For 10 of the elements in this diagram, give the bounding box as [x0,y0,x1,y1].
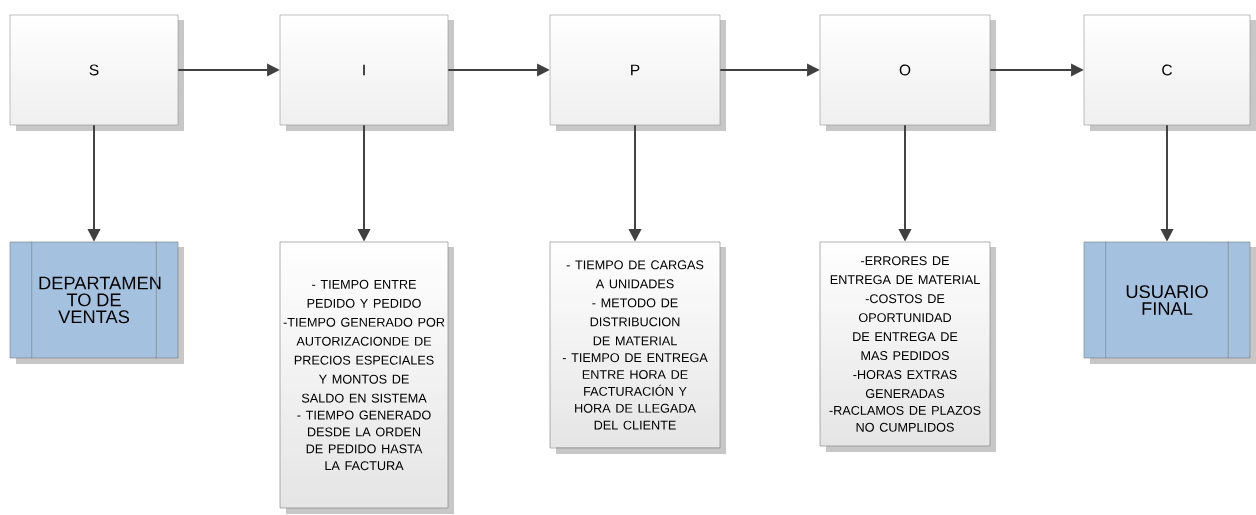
process-box: C [1083,14,1256,131]
text-box: - TIEMPO DE CARGAS A UNIDADES - METODO DE DISTRIBUCION DE MATERIAL - TIEMPO DE ENTREGA ENTRE HORA DE FACTURACIÓN Y HORA DE LLEGADA DEL CLIENTE [549,241,726,454]
text-box: - TIEMPO ENTRE PEDIDO Y PEDIDO -TIEMPO GENERADO POR AUTORIZACIONDE DE PRECIOS ESPECIALES Y MONTOS DE SALDO EN SISTEMA - TIEMPO GENERADO DESDE LA ORDEN DE PEDIDO HASTA LA FACTURA [279,241,454,514]
text-box: -ERRORES DE ENTREGA DE MATERIAL -COSTOS DE OPORTUNIDAD DE ENTREGA DE MAS PEDIDOS -HORAS EXTRAS GENERADAS -RACLAMOS DE PLAZOS NO CUMPLIDOS [819,241,996,452]
process-box: O [819,14,996,131]
process-box: I [279,14,454,131]
process-box: P [549,14,726,131]
process-box: S [9,14,184,131]
process-box: DEPARTAMEN TO DE VENTAS [9,241,184,364]
process-box: USUARIO FINAL [1083,241,1256,364]
